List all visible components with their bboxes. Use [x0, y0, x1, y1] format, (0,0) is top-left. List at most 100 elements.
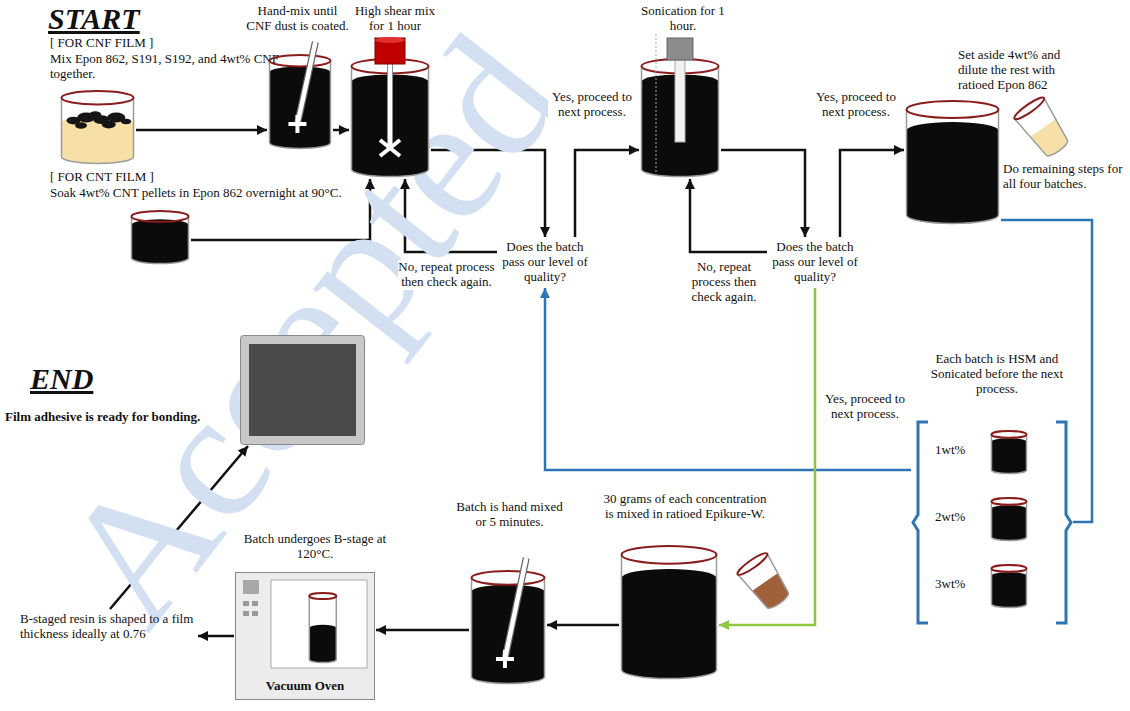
- beaker-rim: [270, 55, 331, 67]
- batch-beaker: 1wt%: [933, 428, 1030, 477]
- decision-text: Does the batch pass our level of quality…: [498, 238, 592, 287]
- beaker-rim: [622, 546, 717, 564]
- flow-arrow: [376, 629, 469, 632]
- stir-rod: [505, 558, 526, 659]
- step-text: 2wt%: [935, 510, 980, 525]
- black-illustration: [130, 210, 190, 265]
- beaker-rim: [132, 211, 189, 222]
- beaker-glass: [622, 555, 717, 679]
- edge-label: No, repeat process then check again.: [398, 260, 495, 290]
- mixer-blade: [380, 140, 400, 156]
- flow-arrow: [545, 288, 911, 470]
- stir-blade: [503, 650, 507, 668]
- step-text: Vacuum Oven: [235, 679, 375, 694]
- cup-liquid: [753, 573, 792, 612]
- beaker-glass: [992, 434, 1027, 473]
- liquid: [907, 122, 999, 223]
- liquid: [622, 569, 717, 679]
- sonication-probe: [675, 60, 685, 142]
- cup-rim: [735, 550, 769, 577]
- beaker-rim: [62, 91, 134, 105]
- flow-arrow: [690, 179, 767, 252]
- cnf-dust: [89, 111, 101, 118]
- stir-drawing: [270, 42, 331, 149]
- film-frame: [241, 336, 365, 445]
- batch-group: Each batch is HSM and Sonicated before t…: [910, 350, 1074, 627]
- black-drawing: [907, 101, 999, 224]
- start-heading: START: [48, 2, 140, 37]
- process-step: 30 grams of each concentration is mixed …: [598, 490, 772, 682]
- batch-beaker: 2wt%: [933, 495, 1030, 544]
- mixer-drawing: [352, 37, 429, 176]
- step-text: Mix Epon 862, S191, S192, and 4wt% CNF t…: [50, 52, 290, 82]
- film-drawing: [241, 336, 365, 445]
- step-text: B-staged resin is shaped to a film thick…: [20, 612, 195, 642]
- stir-drawing: [472, 558, 545, 684]
- edge-label: Yes, proceed to next process.: [548, 90, 636, 120]
- step-text: Set aside 4wt% and dilute the rest with …: [958, 48, 1088, 93]
- pour-cup: [735, 550, 794, 613]
- oven-window: [271, 580, 367, 668]
- step-text: Batch is hand mixed or 5 minutes.: [452, 500, 567, 530]
- step-text: [ FOR CNT FILM ]: [50, 170, 154, 185]
- edge-label: Yes, proceed to next process.: [812, 90, 900, 120]
- mixer-illustration: [350, 38, 430, 178]
- flow-arrow: [721, 150, 805, 237]
- stir-blade: [295, 115, 299, 133]
- beaker-rim: [992, 565, 1027, 572]
- process-step: [ FOR CNF FILM ]Mix Epon 862, S191, S192…: [48, 34, 292, 167]
- stir-rod: [505, 558, 526, 659]
- process-step: [ FOR CNT FILM ]Soak 4wt% CNT pellets in…: [48, 168, 344, 267]
- liquid: [309, 625, 336, 663]
- cup-rim: [1012, 95, 1046, 122]
- black-illustration: [905, 100, 1000, 225]
- beaker-rim: [992, 498, 1027, 505]
- mixer-shaft: [388, 62, 393, 150]
- film-illustration: [240, 335, 365, 445]
- edge-label: No, repeat process then check again.: [680, 260, 768, 305]
- flow-arrow: [547, 624, 619, 627]
- step-text: Batch undergoes B-stage at 120°C.: [240, 532, 390, 562]
- oven-button: [243, 601, 249, 606]
- mixer-blade: [380, 140, 400, 156]
- film-sample: Film adhesive is ready for bonding.: [3, 333, 367, 447]
- process-step: Batch is hand mixed or 5 minutes.: [450, 498, 569, 687]
- step-text: 1wt%: [935, 443, 980, 458]
- step-text: [ FOR CNF FILM ]: [50, 36, 290, 51]
- flow-arrow: [198, 635, 234, 638]
- liquid: [992, 505, 1027, 540]
- beaker-glass: [992, 568, 1027, 607]
- sono-illustration: [640, 38, 720, 178]
- step-text: Sonication for 1 hour.: [638, 4, 728, 34]
- oven-body: [236, 573, 375, 700]
- flow-arrow: [719, 288, 815, 625]
- black-illustration: [990, 430, 1028, 475]
- beaker-rim: [472, 571, 545, 585]
- liquid: [992, 438, 1027, 473]
- black-drawing: [992, 498, 1027, 541]
- film-sheet: [249, 344, 356, 436]
- beaker-rim: [907, 101, 999, 118]
- step-text: High shear mix for 1 hour: [350, 4, 440, 34]
- process-step: Hand-mix until CNF dust is coated.: [243, 2, 352, 152]
- stir-illustration: [470, 558, 546, 685]
- black-drawing: [132, 211, 189, 264]
- stir-rod: [297, 42, 315, 124]
- stir-illustration: [268, 42, 332, 150]
- black-drawing: [622, 546, 717, 679]
- step-text: Film adhesive is ready for bonding.: [5, 410, 200, 425]
- oven-drawing: [236, 573, 375, 700]
- cnf-drawing: [62, 91, 134, 164]
- oven-display: [243, 580, 259, 594]
- step-text: Hand-mix until CNF dust is coated.: [245, 4, 350, 34]
- sono-drawing: [642, 34, 719, 178]
- black-drawing: [992, 565, 1027, 608]
- pour-cup: [1012, 95, 1074, 162]
- mixer-motor-top: [375, 37, 405, 43]
- cnf-dust: [121, 119, 131, 125]
- sonication-head: [667, 38, 693, 60]
- beaker-glass: [309, 596, 336, 663]
- beaker-rim: [309, 593, 336, 599]
- step-text: Does the batch pass our level of quality…: [770, 240, 860, 285]
